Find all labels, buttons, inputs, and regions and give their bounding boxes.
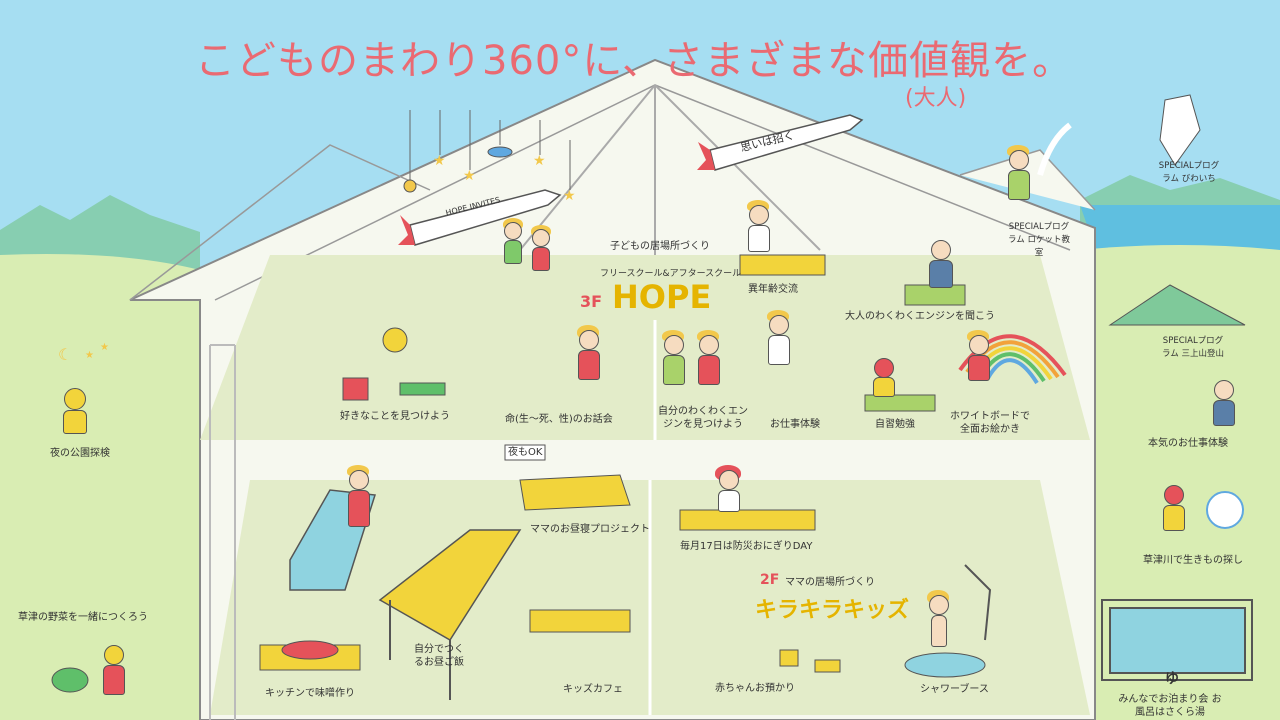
activity-label: みんなでお泊まり会 お風呂はさくら湯: [1118, 694, 1222, 718]
activity-label: シャワーブース: [920, 684, 989, 695]
svg-text:★: ★: [463, 168, 476, 184]
svg-text:★: ★: [433, 153, 446, 169]
star-icon-2: ★: [100, 342, 109, 353]
rocket-left: [398, 189, 562, 246]
svg-text:★: ★: [533, 153, 546, 169]
baby-block: [779, 649, 799, 667]
bath-frame: [1101, 599, 1253, 681]
floor-2f-number: 2F: [760, 572, 780, 588]
shower-floor: [904, 652, 986, 678]
lunch-table: [378, 529, 522, 642]
activity-label: お仕事体験: [770, 419, 820, 430]
desk-self-study: [864, 394, 936, 412]
floor-3f-tagline: 子どもの居場所づくり: [610, 241, 710, 252]
floor-3f-program: フリースクール&アフタースクール: [600, 269, 742, 279]
book-stack: [399, 382, 446, 396]
activity-label: 毎月17日は防災おにぎりDAY: [680, 541, 813, 552]
activity-label: 自習勉強: [875, 419, 915, 430]
cafe-table: [529, 609, 631, 633]
baby-step: [814, 659, 841, 673]
toy-blocks: [342, 377, 369, 401]
roof-beam-3: [654, 84, 821, 251]
activity-label: 命(生〜死、性)のお話会: [505, 414, 613, 425]
rocket-right: [697, 114, 864, 171]
floor-2f-name: キラキラキッズ: [755, 598, 910, 623]
page-subtitle: (大人): [905, 86, 967, 111]
nap-mat: [519, 474, 631, 511]
moon-icon: ☾: [58, 345, 72, 364]
activity-label: ママのお昼寝プロジェクト: [530, 524, 650, 535]
activity-label: キッチンで味噌作り: [265, 688, 355, 699]
activity-label: 草津の野菜を一緒につくろう: [18, 612, 148, 623]
rocket-smoke: [1037, 122, 1072, 176]
svg-text:★: ★: [563, 188, 576, 204]
biwa-lake-map: [1159, 94, 1201, 166]
floor-3f-name: HOPE: [612, 278, 712, 316]
grass-ground: [0, 254, 200, 720]
activity-label: 自分でつくるお昼ご飯: [414, 644, 464, 668]
nap-sign-post: [504, 444, 546, 461]
onigiri-cushions: [679, 509, 816, 531]
roof-beam-2: [519, 84, 656, 251]
fishing-net: [1206, 491, 1244, 529]
mikami-mountain: [1108, 284, 1246, 326]
page-title: こどものまわり360°に、さまざまな価値観を。: [195, 38, 1074, 84]
activity-label: 夜の公園探検: [50, 448, 110, 459]
activity-label: 本気のお仕事体験: [1148, 438, 1228, 449]
activity-label: SPECIALプログラム びわいち: [1158, 161, 1220, 184]
staircase: [209, 344, 236, 720]
bath-sign: ゆ: [1165, 671, 1179, 687]
hanging-stars-mobile: ★ ★ ★ ★: [403, 110, 576, 204]
activity-label: 草津川で生きもの探し: [1143, 555, 1243, 566]
vegetable-basket: [51, 667, 89, 693]
activity-label: キッズカフェ: [563, 684, 623, 695]
bath-tub: [1109, 607, 1246, 674]
activity-label: 大人のわくわくエンジンを聞こう: [845, 311, 995, 322]
activity-label: 自分のわくわくエンジンを見つけよう: [658, 406, 748, 430]
activity-label: SPECIALプログラム 三上山登山: [1162, 336, 1224, 359]
activity-label: ホワイトボードで全面お絵かき: [950, 411, 1030, 435]
desk-mixed-age: [739, 254, 826, 276]
side-building-roof: [129, 144, 431, 301]
activity-label: 好きなことを見つけよう: [340, 411, 450, 422]
yellow-ball: [382, 327, 408, 353]
activity-label: 赤ちゃんお預かり: [715, 683, 795, 694]
star-icon: ★: [85, 350, 94, 361]
floor-3f-number: 3F: [580, 292, 603, 311]
shower-pipe: [964, 564, 992, 641]
desk-adult-talk: [904, 284, 966, 306]
floor-2f-tagline: ママの居場所づくり: [785, 577, 875, 588]
activity-label: 異年齢交流: [748, 284, 798, 295]
grass-ground-right: [1080, 245, 1280, 720]
activity-label: SPECIALプログラム ロケット教室: [1008, 222, 1070, 258]
night-ok-sign: 夜もOK: [508, 447, 543, 458]
miso-bowl: [281, 640, 339, 660]
